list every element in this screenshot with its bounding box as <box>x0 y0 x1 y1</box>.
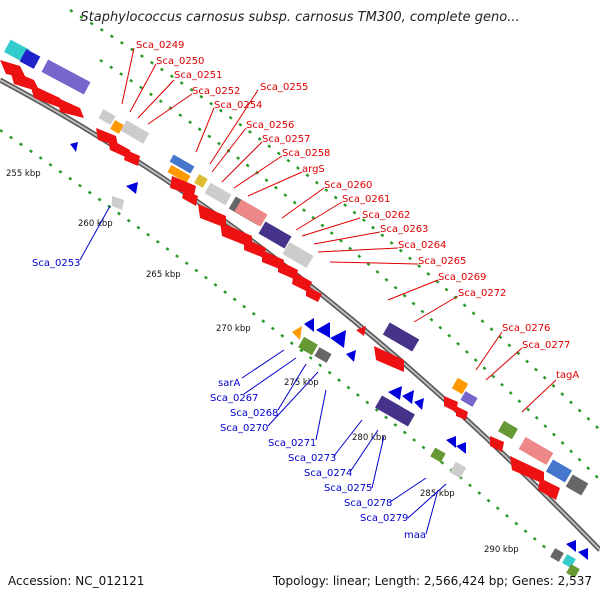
gene-label: Sca_0260 <box>324 180 372 191</box>
kbp-ruler: 255 kbp 260 kbp 265 kbp 270 kbp 275 kbp … <box>6 169 519 555</box>
gene-label: Sca_0252 <box>192 86 240 97</box>
gene-label: Sca_0269 <box>438 272 486 283</box>
kbp-label: 260 kbp <box>78 219 113 229</box>
gene-label: Sca_0272 <box>458 288 506 299</box>
gene-label: Sca_0278 <box>344 498 392 509</box>
gene-label: Sca_0250 <box>156 56 204 67</box>
gene-label: Sca_0276 <box>502 323 550 334</box>
kbp-label: 255 kbp <box>6 169 41 179</box>
gene-label: tagA <box>556 370 579 381</box>
gene-label: Sca_0257 <box>262 134 310 145</box>
gene-label: Sca_0254 <box>214 100 262 111</box>
gene-label: sarA <box>218 378 240 389</box>
gene-label: Sca_0262 <box>362 210 410 221</box>
reverse-label-texts: Sca_0253 sarA Sca_0267 Sca_0268 Sca_0270… <box>32 258 426 541</box>
gene-label: Sca_0264 <box>398 240 446 251</box>
gene-label: Sca_0273 <box>288 453 336 464</box>
gene-label: Sca_0265 <box>418 256 466 267</box>
kbp-label: 275 kbp <box>284 378 319 388</box>
summary-text: Topology: linear; Length: 2,566,424 bp; … <box>272 574 592 588</box>
gene-label: Sca_0275 <box>324 483 372 494</box>
gene-label: Sca_0258 <box>282 148 330 159</box>
gene-label: Sca_0249 <box>136 40 184 51</box>
gene-label: Sca_0267 <box>210 393 258 404</box>
kbp-label: 280 kbp <box>352 433 387 443</box>
gene-label: Sca_0261 <box>342 194 390 205</box>
forward-labels <box>121 47 557 413</box>
gene-label: Sca_0277 <box>522 340 570 351</box>
gene-label: Sca_0253 <box>32 258 80 269</box>
kbp-label: 290 kbp <box>484 545 519 555</box>
map-title: Staphylococcus carnosus subsp. carnosus … <box>80 10 520 25</box>
gene-label: Sca_0268 <box>230 408 278 419</box>
gene-label: Sca_0274 <box>304 468 352 479</box>
gene-label: argS <box>302 164 325 175</box>
forward-label-texts: Sca_0249 Sca_0250 Sca_0251 Sca_0252 Sca_… <box>136 40 579 381</box>
gene-label: Sca_0256 <box>246 120 294 131</box>
gene-label: Sca_0270 <box>220 423 268 434</box>
accession-text: Accession: NC_012121 <box>8 574 145 588</box>
gene-label: Sca_0271 <box>268 438 316 449</box>
gene-label: Sca_0251 <box>174 70 222 81</box>
scale-ticks <box>0 8 600 561</box>
gene-label: maa <box>404 530 426 541</box>
reverse-labels <box>79 205 447 535</box>
gene-label: Sca_0263 <box>380 224 428 235</box>
gene-label: Sca_0279 <box>360 513 408 524</box>
kbp-label: 265 kbp <box>146 270 181 280</box>
kbp-label: 270 kbp <box>216 324 251 334</box>
gene-features <box>0 39 589 578</box>
gene-label: Sca_0255 <box>260 82 308 93</box>
